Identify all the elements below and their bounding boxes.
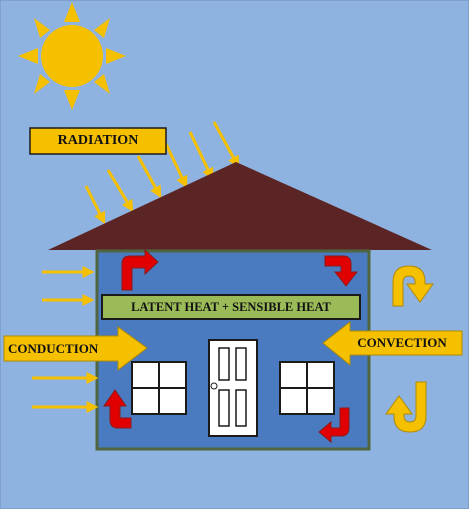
- heat-flow-arrows: [103, 248, 359, 444]
- door-knob: [210, 382, 218, 390]
- latent-sensible-heat-label: LATENT HEAT + SENSIBLE HEAT: [131, 299, 331, 314]
- radiation-arrow-icon: [188, 131, 214, 181]
- radiation-arrow-icon: [106, 169, 134, 213]
- roof: [48, 162, 432, 250]
- conduction-arrows-left: [32, 266, 99, 413]
- latent-heat-box: [101, 294, 361, 320]
- convection-label: CONVECTION: [357, 335, 447, 350]
- window-right: [279, 361, 335, 415]
- window-left: [131, 361, 187, 415]
- radiation-arrow-icon: [136, 155, 162, 199]
- heat-flow-arrow-icon: [121, 248, 159, 291]
- conduction-label: CONDUCTION: [8, 341, 99, 356]
- conduction-label-arrow: [3, 326, 148, 372]
- radiation-label-box: [29, 127, 167, 155]
- radiation-arrows: [84, 121, 240, 225]
- radiation-label: RADIATION: [57, 133, 139, 148]
- radiation-arrow-icon: [212, 121, 240, 169]
- door: [208, 339, 258, 437]
- radiation-arrow-icon: [164, 143, 188, 189]
- heat-flow-arrow-icon: [318, 407, 350, 444]
- convection-label-arrow: [322, 320, 463, 367]
- convection-arrow-icon: [385, 381, 427, 433]
- heat-flow-arrow-icon: [103, 389, 132, 429]
- radiation-arrow-icon: [84, 185, 106, 225]
- heat-flow-arrow-icon: [324, 255, 359, 287]
- sun-icon: [18, 2, 126, 110]
- convection-arrow-icon: [392, 265, 434, 307]
